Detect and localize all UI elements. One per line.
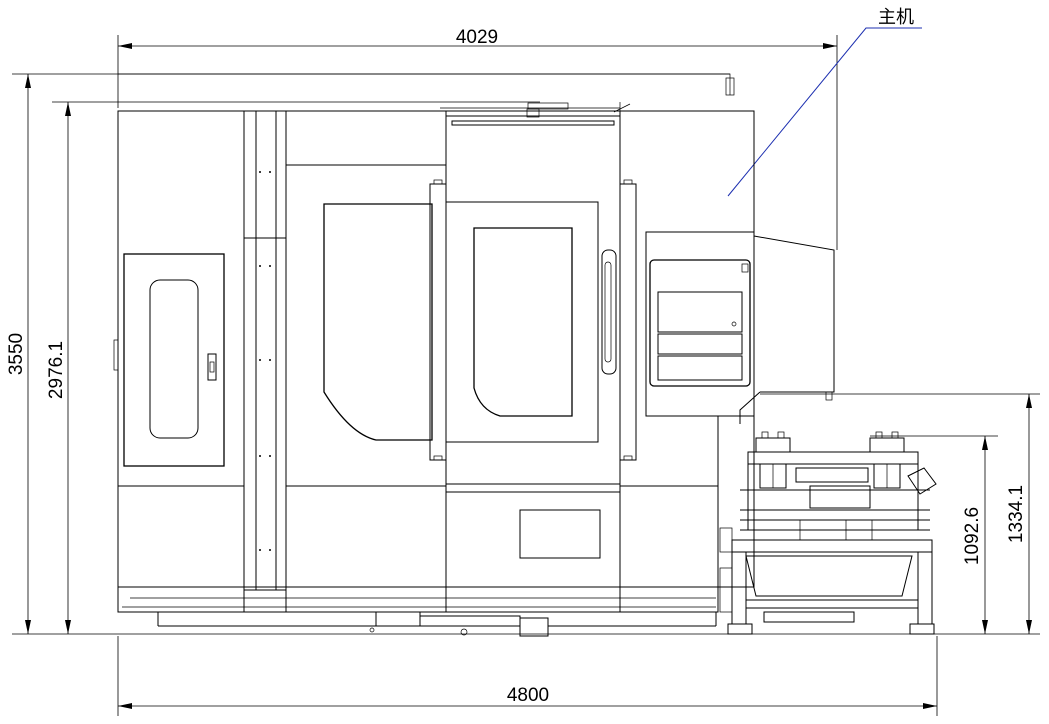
fixture-left <box>755 431 791 489</box>
dim-1092-label: 1092.6 <box>962 507 983 565</box>
dim-2976-label: 2976.1 <box>46 341 67 399</box>
dim-overall-width: 4800 <box>117 636 938 716</box>
dim-4029-label: 4029 <box>456 27 498 48</box>
dim-pallet-top: 1334.1 <box>760 393 1040 634</box>
pallet-changer <box>719 431 937 635</box>
column-bolt-marks <box>259 171 271 551</box>
dim-1334-label: 1334.1 <box>1006 485 1027 543</box>
dim-main-height: 2976.1 <box>46 101 540 634</box>
dim-3550-label: 3550 <box>6 333 27 375</box>
callout-label: 主机 <box>878 7 914 28</box>
dim-main-width: 4029 <box>117 27 838 250</box>
main-machine <box>113 73 835 637</box>
dim-overall-height: 3550 <box>6 73 1040 635</box>
dim-4800-label: 4800 <box>507 685 549 706</box>
dim-pallet-height: 1092.6 <box>870 435 998 634</box>
main-machine-callout: 主机 <box>727 7 922 197</box>
fixture-right <box>869 431 905 489</box>
